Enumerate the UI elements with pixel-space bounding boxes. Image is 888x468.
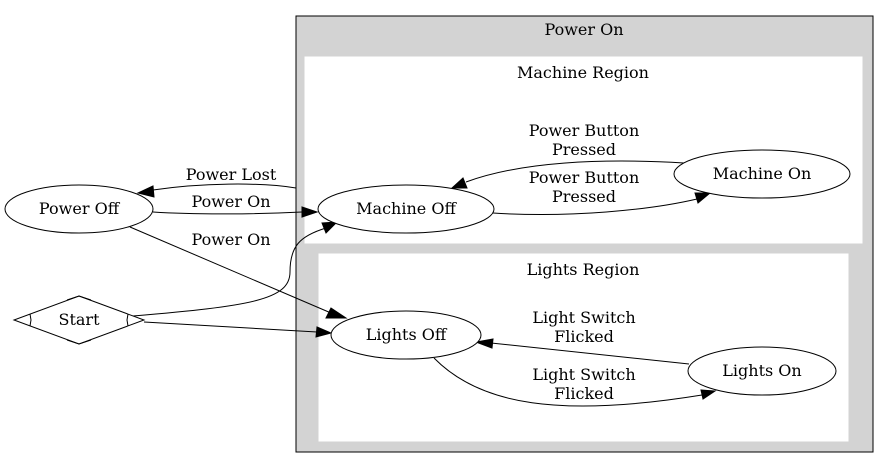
node-power-off[interactable]: Power Off: [4, 184, 154, 234]
edge-power-on-machine-label: Power On: [191, 192, 270, 211]
edge-power-off-to-machine-off: Power On: [152, 192, 319, 218]
node-machine-off-label: Machine Off: [356, 199, 457, 218]
edge-machine-off-to-machine-on: Power Button Pressed: [492, 168, 712, 216]
edge-machine-on-to-machine-off: Power Button Pressed: [450, 121, 685, 189]
edge-machine-off-to-on-label-line1: Power Button: [529, 168, 640, 187]
edge-start-to-machine-off: [132, 221, 339, 317]
edge-lights-on-to-lights-off: Light Switch Flicked: [474, 308, 690, 365]
edge-lights-off-to-lights-on: Light Switch Flicked: [433, 357, 717, 407]
node-lights-on[interactable]: Lights On: [687, 346, 837, 396]
edge-power-on-lights-label: Power On: [191, 230, 270, 249]
node-machine-off[interactable]: Machine Off: [317, 184, 495, 234]
edge-machine-on-to-off-label-line1: Power Button: [529, 121, 640, 140]
node-start[interactable]: Start: [12, 295, 146, 345]
edge-machine-off-to-on-label-line2: Pressed: [552, 187, 616, 206]
edge-lights-on-to-off-label-line1: Light Switch: [532, 308, 635, 327]
node-machine-on-label: Machine On: [713, 164, 812, 183]
cluster-power-on-label: Power On: [544, 20, 623, 39]
cluster-machine-region-label: Machine Region: [517, 63, 649, 82]
edge-lights-off-to-on-label-line2: Flicked: [554, 384, 614, 403]
node-lights-off[interactable]: Lights Off: [330, 310, 482, 360]
edge-power-lost: Power Lost: [136, 165, 297, 198]
cluster-lights-region-label: Lights Region: [527, 260, 640, 279]
node-machine-on[interactable]: Machine On: [673, 149, 851, 199]
node-start-label: Start: [58, 310, 100, 329]
edge-machine-on-to-off-label-line2: Pressed: [552, 140, 616, 159]
node-power-off-label: Power Off: [39, 199, 121, 218]
edge-lights-on-to-off-label-line2: Flicked: [554, 327, 614, 346]
node-lights-off-label: Lights Off: [366, 325, 448, 344]
edge-power-lost-label: Power Lost: [186, 165, 277, 184]
edge-start-to-lights-off: [143, 321, 333, 338]
node-lights-on-label: Lights On: [722, 361, 801, 380]
edge-power-off-to-lights-off: Power On: [129, 226, 348, 319]
edge-lights-off-to-on-label-line1: Light Switch: [532, 365, 635, 384]
